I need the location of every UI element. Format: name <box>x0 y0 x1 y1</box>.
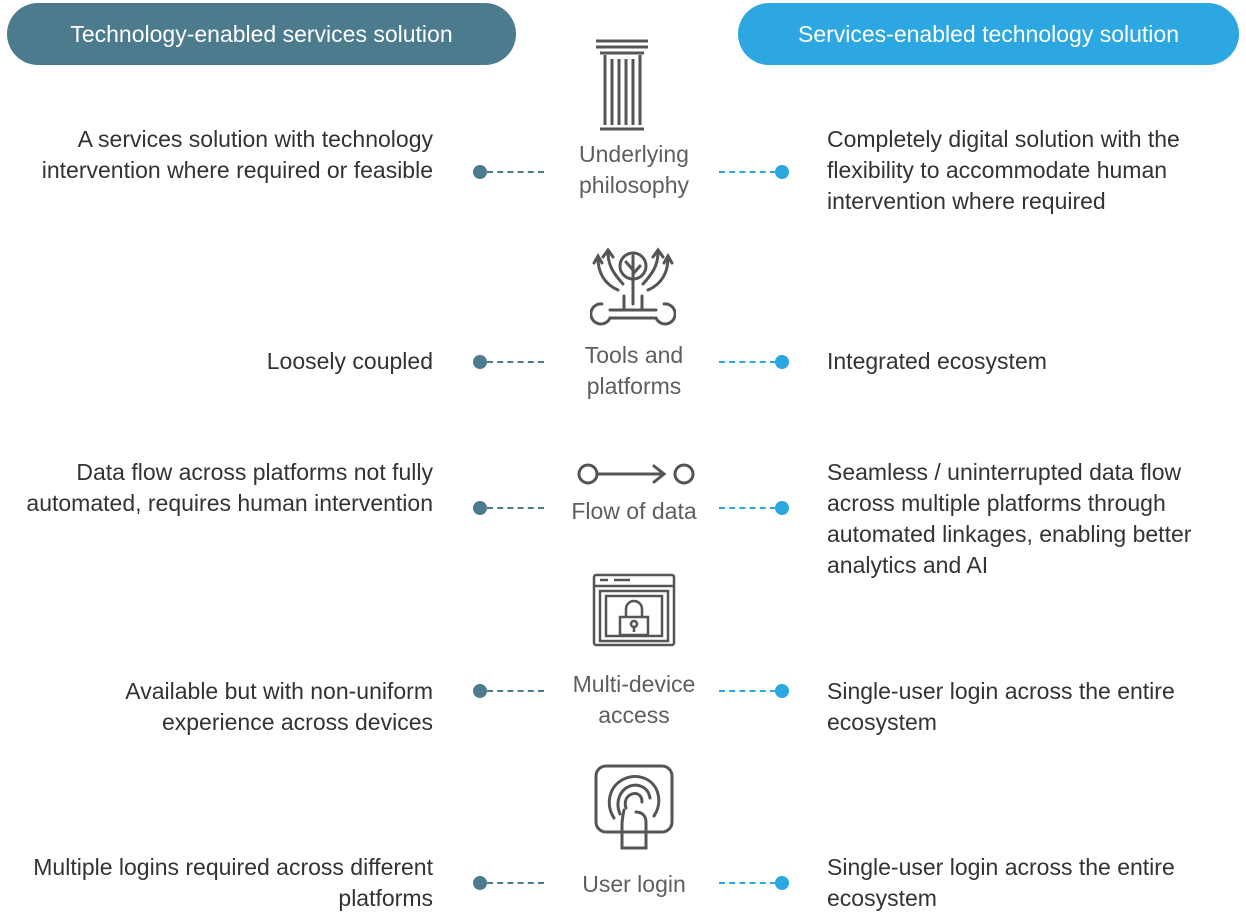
fingerprint-icon <box>592 762 676 852</box>
row-2-label: Tools and platforms <box>584 342 684 399</box>
row-5-left-text: Multiple logins required across differen… <box>33 854 433 911</box>
row-4-left-text: Available but with non-uniform experienc… <box>125 678 433 735</box>
row-3-left-text: Data flow across platforms not fully aut… <box>26 459 433 516</box>
row-1-right-connector <box>719 165 789 179</box>
row-4-label: Multi-device access <box>572 671 696 728</box>
row-4-right-text: Single-user login across the entire ecos… <box>827 678 1175 735</box>
header-left-title: Technology-enabled services solution <box>7 3 516 65</box>
row-5-right-text: Single-user login across the entire ecos… <box>827 854 1175 911</box>
row-2-right-text: Integrated ecosystem <box>827 348 1047 374</box>
row-3-right-text: Seamless / uninterrupted data flow acros… <box>827 459 1192 578</box>
row-1-right-text: Completely digital solution with the fle… <box>827 126 1180 214</box>
row-3-label: Flow of data <box>571 498 697 524</box>
row-1-label: Underlying philosophy <box>579 141 689 198</box>
row-1-left-connector <box>473 165 544 179</box>
row-5-label: User login <box>582 871 686 897</box>
row-5-right-connector <box>719 876 789 890</box>
pillar-icon <box>592 37 652 133</box>
row-5-left-connector <box>473 876 544 890</box>
locked-browser-icon <box>592 573 676 647</box>
row-2-left-text: Loosely coupled <box>266 348 433 374</box>
row-4-left-connector <box>473 684 544 698</box>
flow-arrow-icon <box>576 460 700 488</box>
row-3-left-connector <box>473 501 544 515</box>
tree-wrench-icon <box>590 244 676 330</box>
row-2-right-connector <box>719 355 789 369</box>
row-3-right-connector <box>719 501 789 515</box>
header-right-title: Services-enabled technology solution <box>738 3 1239 65</box>
row-1-left-text: A services solution with technology inte… <box>41 126 433 183</box>
row-4-right-connector <box>719 684 789 698</box>
row-2-left-connector <box>473 355 544 369</box>
